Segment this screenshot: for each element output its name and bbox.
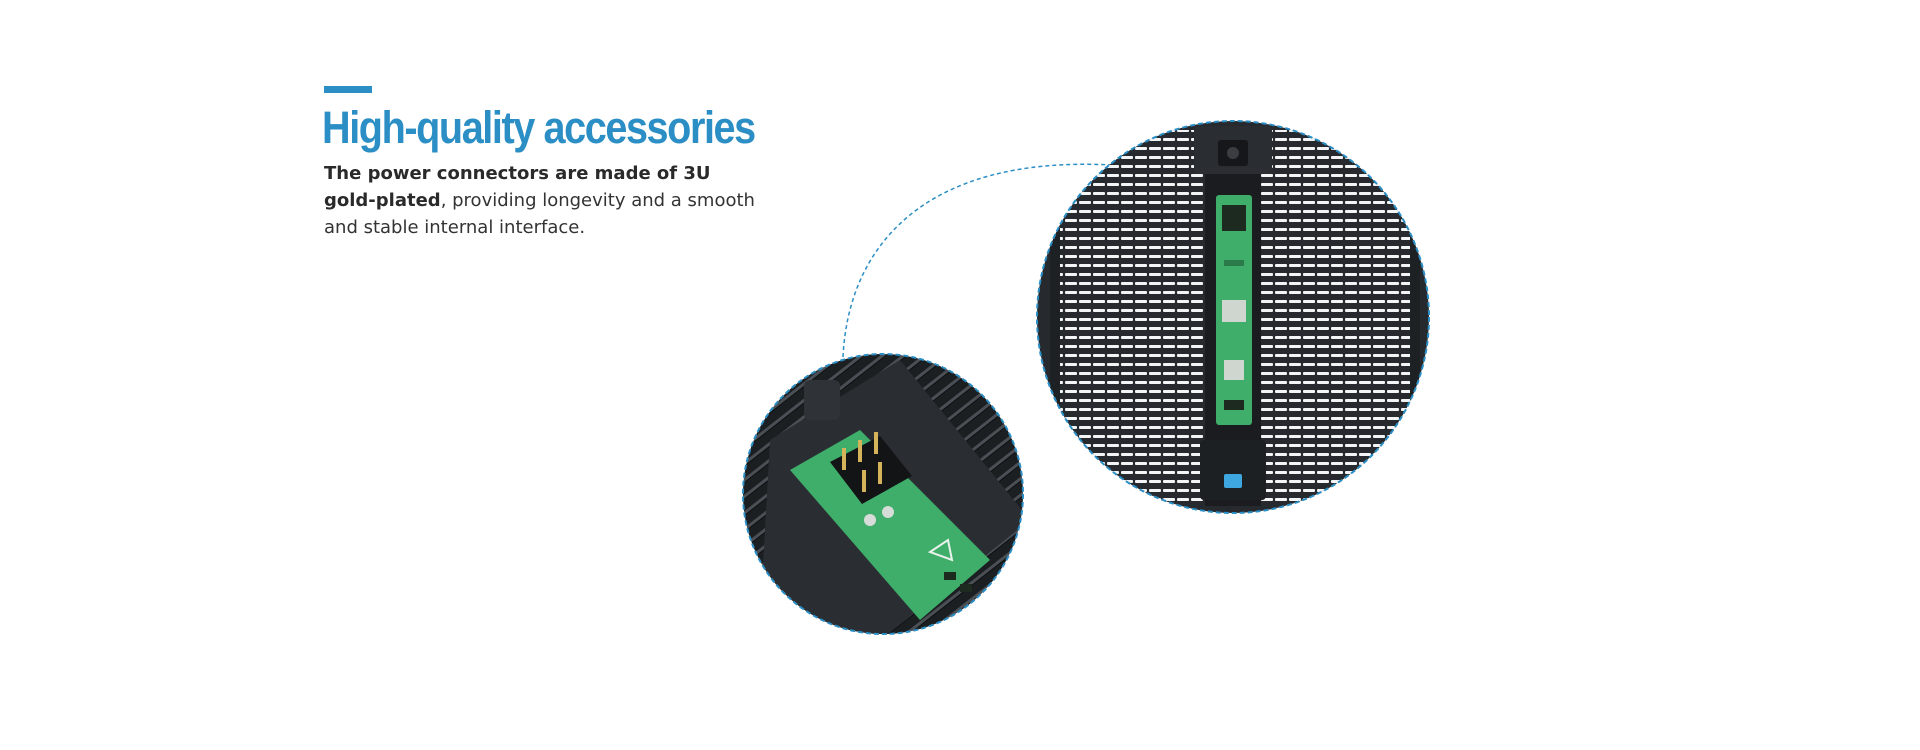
desc-text-1: , providing longevity and a smooth xyxy=(440,190,755,211)
callout-connector-line xyxy=(842,163,1113,358)
desc-bold-2: gold-plated xyxy=(324,190,441,211)
small-detail-view xyxy=(743,354,1023,634)
desc-text-2: and stable internal interface. xyxy=(324,217,586,238)
small-detail-border xyxy=(742,353,1024,635)
large-detail-border xyxy=(1036,120,1430,514)
section-title: High-quality accessories xyxy=(322,102,756,153)
desc-bold-1: The power connectors are made of 3U xyxy=(324,163,711,184)
section-description: The power connectors are made of 3U gold-… xyxy=(324,160,764,241)
title-accent-bar xyxy=(324,86,372,93)
large-detail-view xyxy=(1037,121,1429,513)
